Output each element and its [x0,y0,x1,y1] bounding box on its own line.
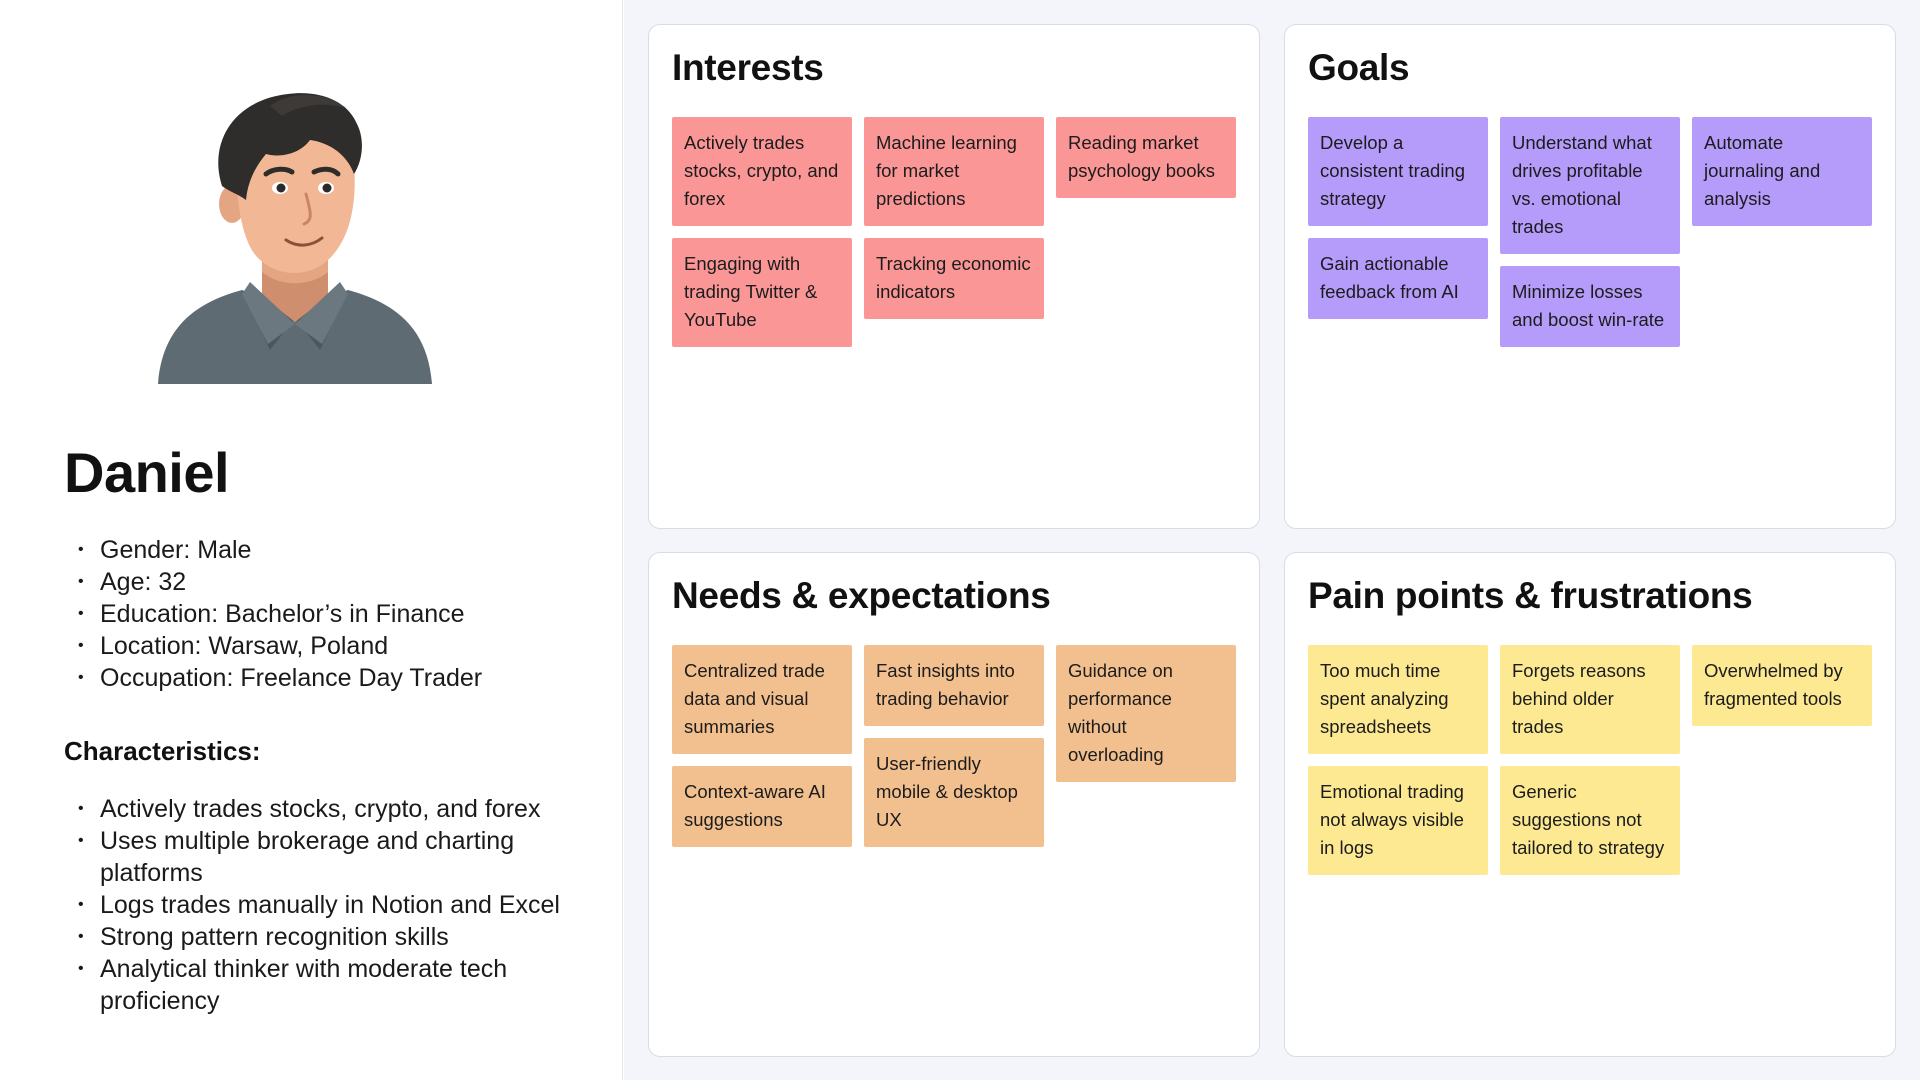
interests-title: Interests [672,47,824,88]
demographic-education: Education: Bachelor’s in Finance [78,598,598,630]
sticky-note[interactable]: Automate journaling and analysis [1692,117,1872,226]
sticky-note[interactable]: Reading market psychology books [1056,117,1236,198]
sticky-note[interactable]: Overwhelmed by fragmented tools [1692,645,1872,726]
needs-column: Guidance on performance without overload… [1056,645,1236,794]
demographics-list: Gender: Male Age: 32 Education: Bachelor… [78,534,598,694]
needs-column: Fast insights into trading behavior User… [864,645,1044,859]
needs-title: Needs & expectations [672,575,1051,616]
persona-panel: Daniel Gender: Male Age: 32 Education: B… [0,0,623,1080]
sticky-note[interactable]: Generic suggestions not tailored to stra… [1500,766,1680,875]
demographic-location: Location: Warsaw, Poland [78,630,598,662]
characteristic-item: Uses multiple brokerage and charting pla… [78,825,598,889]
sticky-note[interactable]: Forgets reasons behind older trades [1500,645,1680,754]
pain-points-column: Overwhelmed by fragmented tools [1692,645,1872,738]
pain-points-column: Too much time spent analyzing spreadshee… [1308,645,1488,887]
characteristic-item: Actively trades stocks, crypto, and fore… [78,793,598,825]
goals-title: Goals [1308,47,1410,88]
sticky-note[interactable]: Fast insights into trading behavior [864,645,1044,726]
sticky-note[interactable]: Machine learning for market predictions [864,117,1044,226]
sticky-note[interactable]: Tracking economic indicators [864,238,1044,319]
demographic-age: Age: 32 [78,566,598,598]
interests-column: Actively trades stocks, crypto, and fore… [672,117,852,359]
characteristics-list: Actively trades stocks, crypto, and fore… [78,793,598,1017]
sticky-note[interactable]: Emotional trading not always visible in … [1308,766,1488,875]
characteristic-item: Analytical thinker with moderate tech pr… [78,953,598,1017]
demographic-gender: Gender: Male [78,534,598,566]
characteristics-heading: Characteristics: [64,736,261,766]
sticky-note[interactable]: Engaging with trading Twitter & YouTube [672,238,852,347]
sticky-note[interactable]: Understand what drives profitable vs. em… [1500,117,1680,254]
sticky-note[interactable]: Centralized trade data and visual summar… [672,645,852,754]
goals-column: Automate journaling and analysis [1692,117,1872,238]
pain-points-title: Pain points & frustrations [1308,575,1753,616]
sticky-note[interactable]: Too much time spent analyzing spreadshee… [1308,645,1488,754]
needs-card: Needs & expectations Centralized trade d… [648,552,1260,1057]
sticky-note[interactable]: Gain actionable feedback from AI [1308,238,1488,319]
demographic-occupation: Occupation: Freelance Day Trader [78,662,598,694]
persona-avatar [158,93,432,384]
goals-column: Understand what drives profitable vs. em… [1500,117,1680,359]
sticky-note[interactable]: Develop a consistent trading strategy [1308,117,1488,226]
goals-card: Goals Develop a consistent trading strat… [1284,24,1896,529]
interests-column: Reading market psychology books [1056,117,1236,210]
needs-column: Centralized trade data and visual summar… [672,645,852,859]
characteristic-item: Strong pattern recognition skills [78,921,598,953]
pain-points-column: Forgets reasons behind older trades Gene… [1500,645,1680,887]
characteristic-item: Logs trades manually in Notion and Excel [78,889,598,921]
interests-column: Machine learning for market predictions … [864,117,1044,331]
sticky-note[interactable]: Actively trades stocks, crypto, and fore… [672,117,852,226]
sticky-note[interactable]: Guidance on performance without overload… [1056,645,1236,782]
interests-card: Interests Actively trades stocks, crypto… [648,24,1260,529]
persona-name: Daniel [64,441,230,504]
persona-board: Interests Actively trades stocks, crypto… [624,0,1920,1080]
pain-points-card: Pain points & frustrations Too much time… [1284,552,1896,1057]
sticky-note[interactable]: Context-aware AI suggestions [672,766,852,847]
goals-column: Develop a consistent trading strategy Ga… [1308,117,1488,331]
sticky-note[interactable]: Minimize losses and boost win-rate [1500,266,1680,347]
sticky-note[interactable]: User-friendly mobile & desktop UX [864,738,1044,847]
